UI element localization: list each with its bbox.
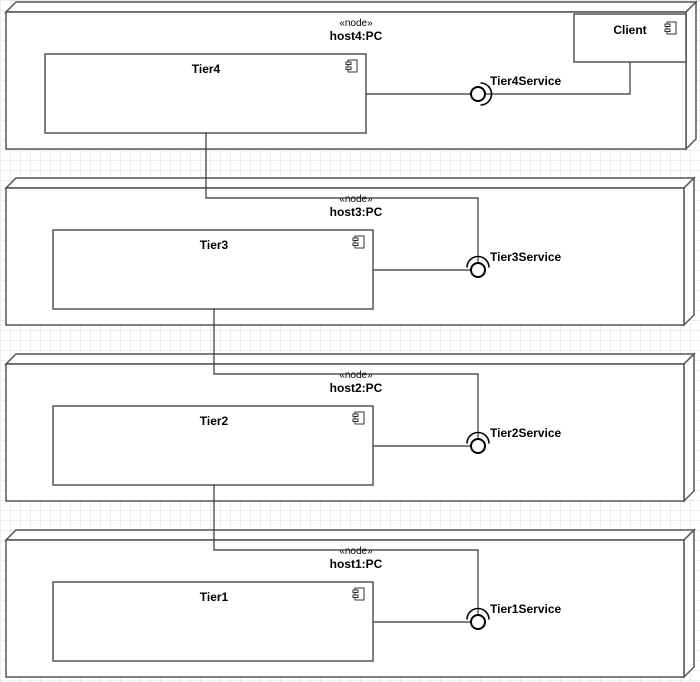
component-icon	[345, 59, 358, 73]
interface-tier4service[interactable]: Tier4Service	[470, 74, 561, 106]
socket-icon	[466, 607, 490, 620]
interface-label: Tier4Service	[490, 74, 561, 88]
component-label: Tier3	[200, 238, 229, 252]
node-name: host4:PC	[330, 29, 383, 43]
component-icon	[352, 235, 365, 249]
socket-icon	[466, 255, 490, 268]
interface-label: Tier2Service	[490, 426, 561, 440]
node-stereotype: «node»	[339, 18, 373, 29]
interface-tier1service[interactable]: Tier1Service	[466, 602, 561, 630]
component-label: Client	[613, 23, 646, 37]
component-client[interactable]: Client	[573, 13, 687, 63]
component-tier4[interactable]: Tier4	[44, 53, 367, 134]
interface-label: Tier1Service	[490, 602, 561, 616]
lollipop-icon	[470, 438, 486, 454]
socket-icon	[466, 431, 490, 444]
node-stereotype: «node»	[339, 194, 373, 205]
node-name: host1:PC	[330, 557, 383, 571]
interface-tier2service[interactable]: Tier2Service	[466, 426, 561, 454]
component-icon	[352, 587, 365, 601]
component-label: Tier4	[192, 62, 221, 76]
interface-tier3service[interactable]: Tier3Service	[466, 250, 561, 278]
lollipop-icon	[470, 262, 486, 278]
lollipop-icon	[470, 614, 486, 630]
node-name: host3:PC	[330, 205, 383, 219]
component-tier2[interactable]: Tier2	[52, 405, 374, 486]
node-stereotype: «node»	[339, 546, 373, 557]
required-interface-link	[484, 62, 631, 95]
interface-label: Tier3Service	[490, 250, 561, 264]
lollipop-icon	[470, 86, 486, 102]
component-tier1[interactable]: Tier1	[52, 581, 374, 662]
component-icon	[352, 411, 365, 425]
component-label: Tier2	[200, 414, 229, 428]
socket-icon	[480, 82, 493, 106]
required-interface-link	[213, 309, 479, 438]
component-tier3[interactable]: Tier3	[52, 229, 374, 310]
node-stereotype: «node»	[339, 370, 373, 381]
required-interface-link	[205, 133, 479, 262]
node-name: host2:PC	[330, 381, 383, 395]
component-label: Tier1	[200, 590, 229, 604]
required-interface-link	[213, 485, 479, 614]
component-icon	[664, 21, 677, 35]
